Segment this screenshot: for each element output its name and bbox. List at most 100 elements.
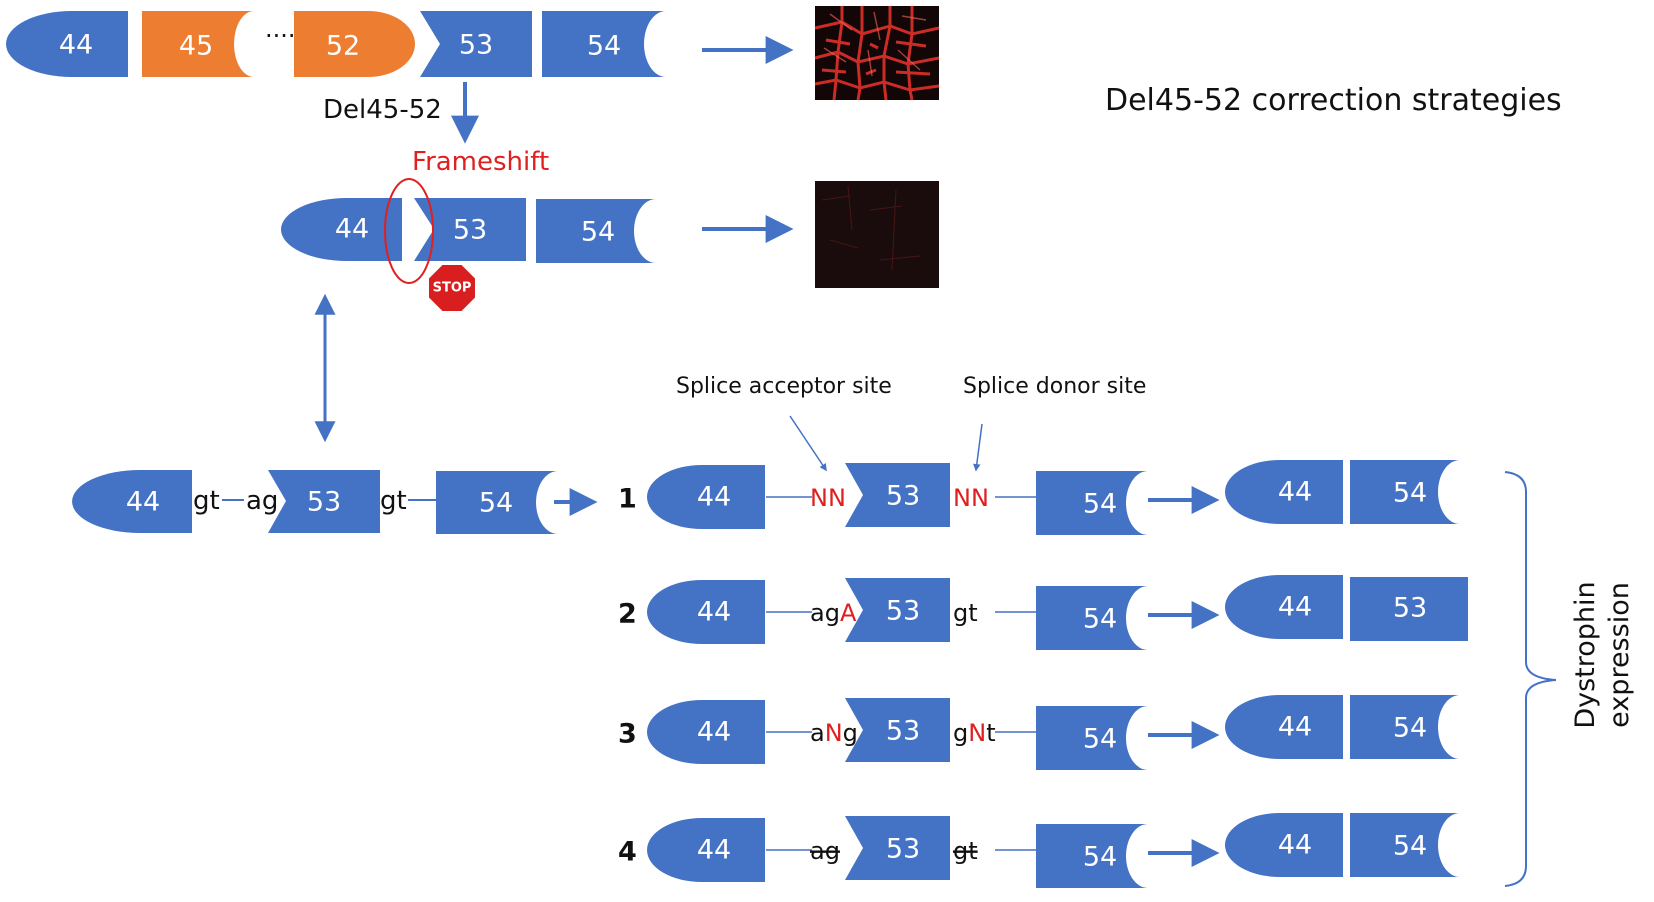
strategy-exon-54-label: 54 bbox=[1083, 489, 1117, 520]
strategy-exon-53-label: 53 bbox=[886, 481, 920, 512]
exon-52-wt bbox=[294, 11, 415, 77]
result-exon-first-label: 44 bbox=[1278, 477, 1312, 508]
donor-site-text-part: t bbox=[986, 719, 995, 747]
result-exon-first-label: 44 bbox=[1278, 592, 1312, 623]
deletion-label: Del45-52 bbox=[323, 95, 442, 125]
acceptor-pointer bbox=[789, 415, 827, 472]
strategy-exon-44-label: 44 bbox=[697, 717, 731, 748]
result-exon-second-label: 54 bbox=[1393, 831, 1427, 862]
exon-44-wt bbox=[6, 11, 128, 77]
result-exon-second-label: 53 bbox=[1393, 593, 1427, 624]
exon-44-gene bbox=[72, 470, 192, 533]
strategy-exon-54-label: 54 bbox=[1083, 842, 1117, 873]
exon-44-wt-label: 44 bbox=[59, 30, 93, 61]
strategy-exon-54 bbox=[1036, 706, 1148, 770]
outcome-label-line1: Dystrophin bbox=[1570, 581, 1601, 728]
acceptor-site-text-part: N bbox=[825, 719, 843, 747]
acceptor-site-text: aNg bbox=[810, 719, 858, 747]
outcome-label: Dystrophin expression bbox=[1570, 581, 1635, 728]
site-gt-1: gt bbox=[193, 486, 220, 516]
strategy-number: 4 bbox=[618, 837, 637, 868]
result-exon-second-label: 54 bbox=[1393, 478, 1427, 509]
outcome-label-line2: expression bbox=[1604, 582, 1635, 728]
strategy-exon-44 bbox=[647, 700, 765, 764]
strategy-exon-53 bbox=[845, 463, 950, 527]
exon-53-del bbox=[414, 198, 526, 261]
exon-53-wt bbox=[420, 11, 532, 77]
exon-54-del bbox=[536, 199, 656, 263]
exon-44-del bbox=[281, 198, 402, 262]
strategy-row-1: 1 44 NN 53 NN 54 44 54 bbox=[618, 460, 1460, 535]
outcome-bracket bbox=[1504, 471, 1557, 887]
strategy-exon-44 bbox=[647, 580, 765, 644]
exon-53-del-label: 53 bbox=[453, 215, 487, 246]
strategy-row-2: 2 44 agA 53 gt 54 44 53 bbox=[618, 575, 1468, 650]
acceptor-site-text-part: ag bbox=[810, 599, 840, 627]
donor-site-text-part: NN bbox=[953, 484, 989, 512]
donor-site-text-part: gt bbox=[953, 599, 978, 627]
strategy-exon-54-label: 54 bbox=[1083, 604, 1117, 635]
result-exon-first bbox=[1225, 460, 1343, 524]
exon-53-gene-label: 53 bbox=[307, 487, 341, 518]
strategy-exon-53 bbox=[845, 578, 950, 642]
strategy-exon-44-label: 44 bbox=[697, 597, 731, 628]
exon-45-wt bbox=[142, 11, 254, 77]
acceptor-site-text-part: g bbox=[843, 719, 858, 747]
result-exon-first-label: 44 bbox=[1278, 830, 1312, 861]
strategy-number: 2 bbox=[618, 599, 637, 630]
strategy-number: 1 bbox=[618, 484, 637, 515]
donor-annotation: Splice donor site bbox=[963, 374, 1146, 399]
acceptor-annotation: Splice acceptor site bbox=[676, 374, 892, 399]
strategy-exon-54 bbox=[1036, 586, 1148, 650]
donor-site-text: NN bbox=[953, 484, 989, 512]
strategy-exon-54 bbox=[1036, 471, 1148, 535]
donor-site-text-part: N bbox=[968, 719, 986, 747]
strategy-exon-53-label: 53 bbox=[886, 596, 920, 627]
strategy-exon-54 bbox=[1036, 824, 1148, 888]
result-exon-second bbox=[1350, 460, 1460, 524]
exon-52-wt-label: 52 bbox=[326, 31, 360, 62]
strategy-exon-44 bbox=[647, 818, 765, 882]
exon-54-gene bbox=[436, 471, 558, 534]
result-exon-second bbox=[1350, 813, 1460, 877]
strategy-exon-53-label: 53 bbox=[886, 716, 920, 747]
site-ag: ag bbox=[246, 486, 278, 516]
exon-44-del-label: 44 bbox=[335, 214, 369, 245]
exon-54-wt bbox=[542, 11, 666, 77]
diagram-title: Del45-52 correction strategies bbox=[1105, 83, 1562, 118]
strategy-exon-54-label: 54 bbox=[1083, 724, 1117, 755]
acceptor-site-text: NN bbox=[810, 484, 846, 512]
acceptor-site-text: ag bbox=[810, 837, 840, 865]
exon-54-wt-label: 54 bbox=[587, 31, 621, 62]
donor-site-text: gt bbox=[953, 837, 978, 865]
site-gt-2: gt bbox=[380, 486, 407, 516]
exon-45-wt-label: 45 bbox=[179, 31, 213, 62]
exon-54-del-label: 54 bbox=[581, 217, 615, 248]
strategy-exon-53 bbox=[845, 816, 950, 880]
strategy-exon-44-label: 44 bbox=[697, 482, 731, 513]
wildtype-row: 44 45 ····· 52 53 54 bbox=[6, 6, 940, 101]
donor-site-text: gNt bbox=[953, 719, 996, 747]
exon-54-gene-label: 54 bbox=[479, 488, 513, 519]
acceptor-site-text: agA bbox=[810, 599, 857, 627]
exon-53-wt-label: 53 bbox=[459, 30, 493, 61]
strategy-exon-53-label: 53 bbox=[886, 834, 920, 865]
result-exon-first bbox=[1225, 575, 1343, 639]
frameshift-circle bbox=[384, 178, 434, 284]
strategy-exon-53 bbox=[845, 698, 950, 762]
dystrophin-stain-image-normal bbox=[814, 6, 940, 101]
frameshift-label: Frameshift bbox=[412, 147, 549, 177]
stop-sign-label: STOP bbox=[433, 281, 472, 296]
acceptor-site-text-part: A bbox=[840, 599, 857, 627]
result-exon-first bbox=[1225, 813, 1343, 877]
strategy-number: 3 bbox=[618, 719, 637, 750]
donor-site-text-part: g bbox=[953, 719, 968, 747]
result-exon-first bbox=[1225, 695, 1343, 759]
stop-sign-icon: STOP bbox=[427, 263, 477, 313]
donor-pointer bbox=[973, 423, 983, 472]
donor-site-text: gt bbox=[953, 599, 978, 627]
acceptor-site-text-part: a bbox=[810, 719, 825, 747]
